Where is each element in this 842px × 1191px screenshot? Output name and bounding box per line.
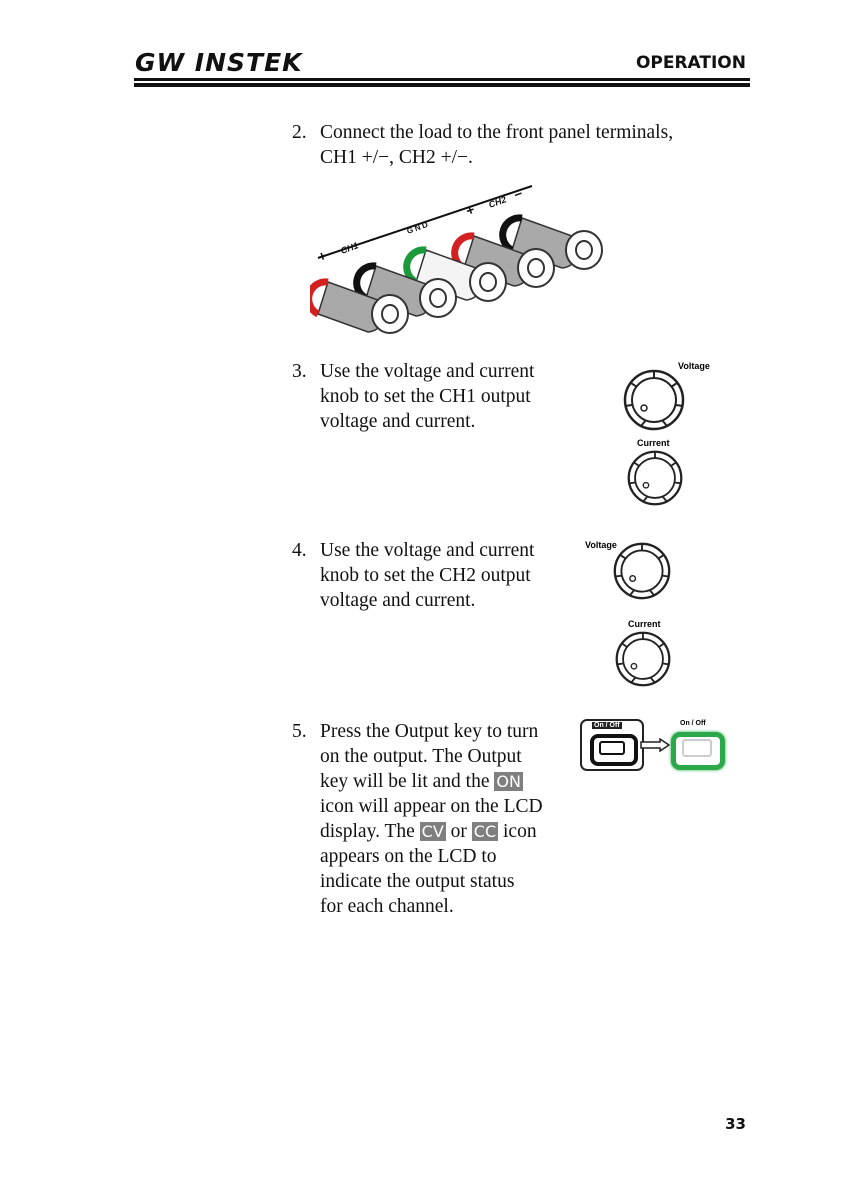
step-text-line: Press the Output key to turn xyxy=(320,721,539,742)
ch2-voltage-knob-icon xyxy=(613,542,671,600)
step-number: 3. xyxy=(292,361,307,382)
on-badge-icon: ON xyxy=(494,772,523,791)
ch2-minus-label: − xyxy=(512,185,525,203)
step-text-line: knob to set the CH1 output xyxy=(320,386,531,407)
step-text-line: knob to set the CH2 output xyxy=(320,565,531,586)
step-text-line: on the output. The Output xyxy=(320,746,522,767)
output-key-on-icon: On / Off xyxy=(668,719,725,770)
output-key-off-icon: On / Off xyxy=(580,719,644,771)
step-text-line: for each channel. xyxy=(320,896,454,917)
ch1-label: CH1 xyxy=(339,240,359,256)
step-text-line: CH1 +/−, CH2 +/−. xyxy=(320,147,473,168)
step-text-line: Use the voltage and current xyxy=(320,361,535,382)
step-number: 4. xyxy=(292,540,307,561)
ch2-current-knob-icon xyxy=(615,631,671,687)
ch2-plus-label: + xyxy=(464,201,477,219)
ch1-voltage-label: Voltage xyxy=(678,361,710,371)
terminal-baseline xyxy=(317,185,533,259)
step-text-line: icon will appear on the LCD xyxy=(320,796,543,817)
step-text-line: display. The CV or CC icon xyxy=(320,821,537,842)
output-key-off-label: On / Off xyxy=(592,722,622,729)
header-rule-thick xyxy=(134,83,750,87)
ch2-current-label: Current xyxy=(628,619,661,629)
section-title: OPERATION xyxy=(635,53,746,73)
step-number: 5. xyxy=(292,721,307,742)
ch2-voltage-label: Voltage xyxy=(585,540,617,550)
terminal-ch2-minus xyxy=(499,214,603,270)
terminal-ch1-plus xyxy=(310,278,409,334)
step-text-line: Connect the load to the front panel term… xyxy=(320,122,674,143)
header-rule xyxy=(134,78,750,81)
ch1-voltage-knob-icon xyxy=(623,369,685,431)
step-text-line: Use the voltage and current xyxy=(320,540,535,561)
step-number: 2. xyxy=(292,122,307,143)
output-key-on-label: On / Off xyxy=(680,720,706,727)
ch2-label: CH2 xyxy=(487,194,507,210)
page-number: 33 xyxy=(725,1115,746,1133)
ch1-current-label: Current xyxy=(637,438,670,448)
ch1-current-knob-icon xyxy=(627,450,683,506)
step-text-line: voltage and current. xyxy=(320,590,476,611)
brand-logo: GW INSTEK xyxy=(135,48,303,77)
step-text-line: key will be lit and the ON xyxy=(320,771,523,792)
cc-badge-icon: CC xyxy=(471,822,499,841)
arrow-right-icon xyxy=(640,738,670,752)
step-text-line: appears on the LCD to xyxy=(320,846,497,867)
front-panel-terminals-figure: + CH1 − GND + CH2 − xyxy=(310,185,603,334)
step-text-line: voltage and current. xyxy=(320,411,476,432)
step-text-line: indicate the output status xyxy=(320,871,515,892)
cv-badge-icon: CV xyxy=(419,822,446,841)
gnd-label: GND xyxy=(406,219,431,236)
